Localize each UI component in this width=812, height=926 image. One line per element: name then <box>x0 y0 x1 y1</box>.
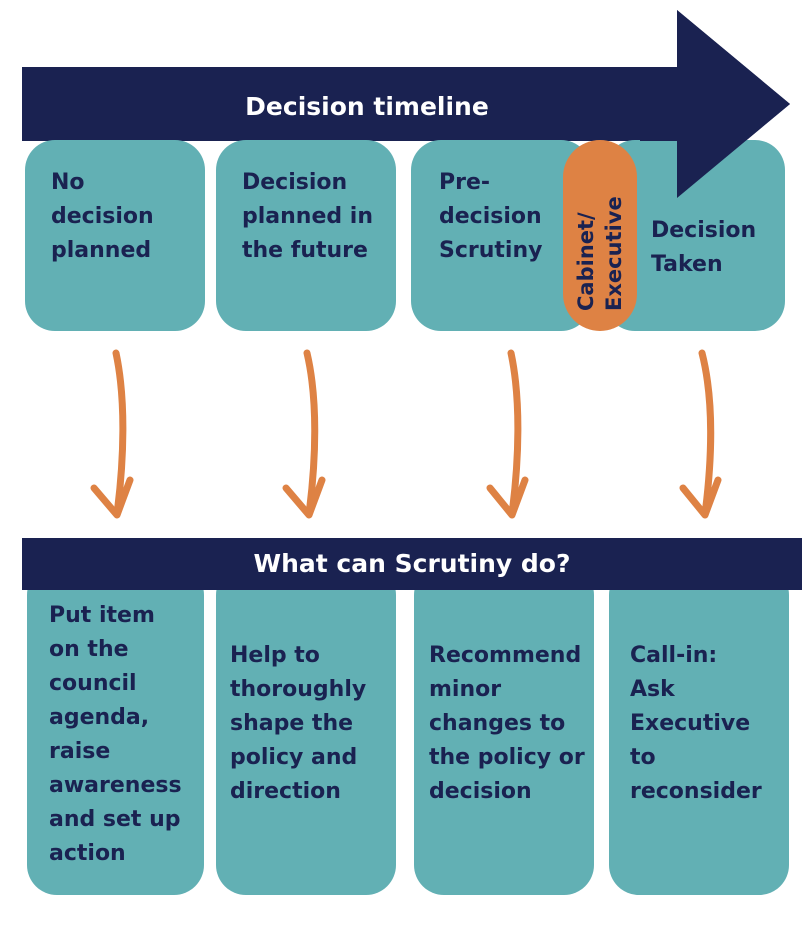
action-card-3: Recommend minor changes to the policy or… <box>414 565 594 895</box>
down-arrow-4-icon <box>679 349 722 519</box>
down-arrow-1-icon <box>90 349 134 519</box>
stage-card-pre-decision: Pre- decision Scrutiny <box>411 140 591 331</box>
action-text-3: Recommend minor changes to the policy or… <box>429 643 585 804</box>
action-text-1: Put item on the council agenda, raise aw… <box>49 603 182 866</box>
down-arrow-3-icon <box>486 349 529 519</box>
scrutiny-banner: What can Scrutiny do? <box>22 538 802 590</box>
stage-label-decision-planned: Decision planned in the future <box>242 170 373 263</box>
flow-arrows <box>90 349 722 519</box>
action-card-1: Put item on the council agenda, raise aw… <box>27 565 204 895</box>
stage-card-no-decision: No decision planned <box>25 140 205 331</box>
cabinet-executive-label: Cabinet/ Executive <box>574 195 626 311</box>
stage-label-no-decision: No decision planned <box>51 170 154 263</box>
timeline-arrow <box>22 10 790 198</box>
timeline-arrow-head <box>640 10 790 198</box>
stage-label-pre-decision: Pre- decision Scrutiny <box>439 170 543 263</box>
down-arrow-2-icon <box>282 349 326 519</box>
action-text-2: Help to thoroughly shape the policy and … <box>230 643 367 804</box>
action-card-4: Call-in: Ask Executive to reconsider <box>609 565 789 895</box>
stage-card-decision-planned: Decision planned in the future <box>216 140 396 331</box>
action-card-2: Help to thoroughly shape the policy and … <box>216 565 396 895</box>
action-text-4: Call-in: Ask Executive to reconsider <box>630 643 762 804</box>
timeline-title: Decision timeline <box>245 92 489 121</box>
scrutiny-title: What can Scrutiny do? <box>253 549 571 578</box>
stage-label-decision-taken: Decision Taken <box>651 218 757 277</box>
cabinet-executive-pill: Cabinet/ Executive <box>563 140 637 331</box>
